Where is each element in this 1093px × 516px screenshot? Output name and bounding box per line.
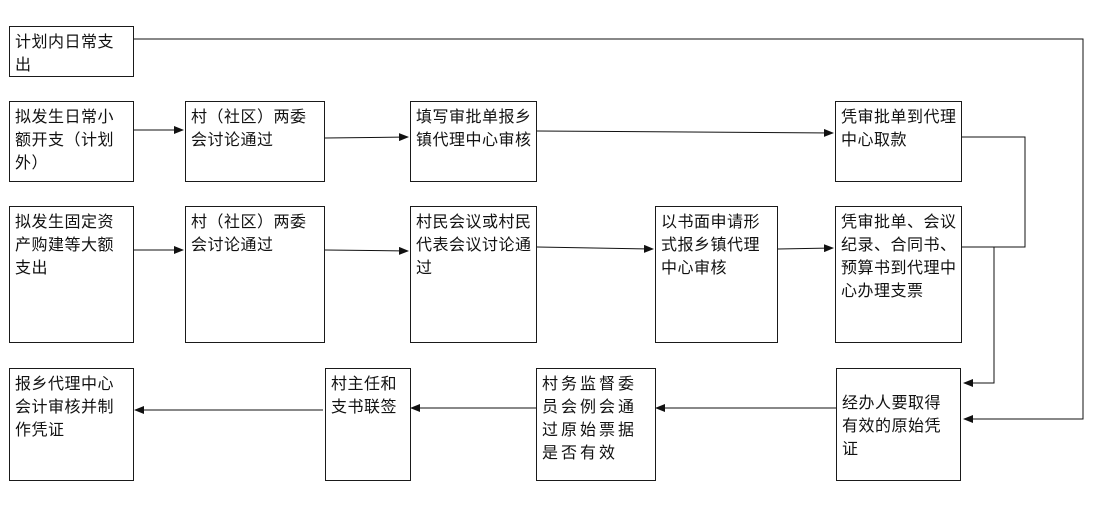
arrow-application-to-voucher: [777, 244, 834, 253]
node-committee-discussion-1: 村（社区）两委会讨论通过: [185, 101, 325, 182]
arrow-withdraw-merge: [962, 136, 1026, 248]
arrow-committee-to-villagers: [324, 246, 409, 255]
node-committee-discussion-2: 村（社区）两委会讨论通过: [185, 206, 325, 343]
node-fill-approval-form: 填写审批单报乡镇代理中心审核: [410, 101, 537, 182]
arrow-villagers-to-application: [536, 244, 654, 253]
node-supervision-committee: 村务监督委员会例会通过原始票据是否有效: [536, 368, 656, 481]
node-written-application: 以书面申请形式报乡镇代理中心审核: [655, 206, 778, 343]
node-planned-expense: 计划内日常支出: [9, 26, 134, 77]
node-report-to-center: 报乡代理中心会计审核并制作凭证: [9, 368, 134, 481]
arrow-committee-to-fill-form: [324, 133, 409, 142]
node-unplanned-small-expense: 拟发生日常小额开支（计划外）: [9, 101, 134, 182]
node-villagers-meeting: 村民会议或村民代表会议讨论通过: [410, 206, 537, 343]
arrow-merge-to-obtain-voucher: [963, 247, 995, 387]
arrow-fill-form-to-withdraw: [536, 128, 834, 137]
node-obtain-voucher: 经办人要取得有效的原始凭证: [836, 368, 961, 481]
node-withdraw-cash: 凭审批单到代理中心取款: [835, 101, 962, 182]
node-director-cosign: 村主任和支书联签: [325, 368, 411, 481]
node-fixed-asset-expense: 拟发生固定资产购建等大额支出: [9, 206, 134, 343]
node-process-voucher: 凭审批单、会议纪录、合同书、预算书到代理中心办理支票: [835, 206, 962, 343]
arrow-planned-to-obtain-voucher: [134, 38, 1084, 423]
